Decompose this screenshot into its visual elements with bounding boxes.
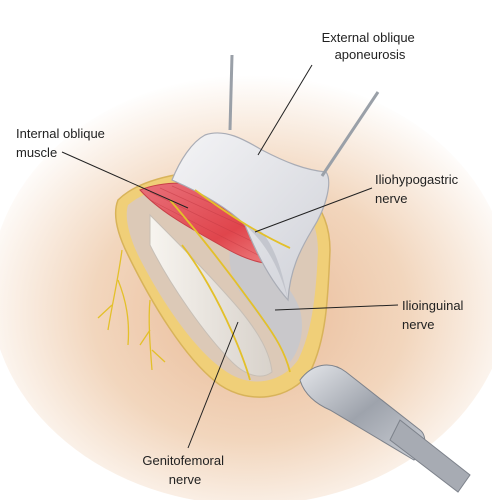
iliohypogastric-nerve [194, 189, 291, 249]
label-genitofemoral: Genitofemoral nerve [142, 453, 227, 487]
genitofemoral-nerve [181, 244, 251, 381]
aponeurosis-shadow [245, 225, 288, 300]
external-oblique-aponeurosis [171, 132, 330, 302]
inguinal-floor [229, 250, 302, 362]
retractor-hook-right [320, 91, 380, 177]
label-internal-oblique: Internal oblique muscle [16, 126, 109, 160]
leader-internal-oblique [61, 151, 189, 209]
leader-external-oblique [257, 64, 313, 156]
ilioinguinal-nerve [169, 199, 291, 373]
spermatic-cord [149, 213, 273, 377]
lower-retractor-handle [389, 419, 471, 493]
label-ilioinguinal: Ilioinguinal nerve [402, 298, 467, 332]
label-external-oblique: External oblique aponeurosis [322, 30, 419, 62]
leader-lines [61, 64, 399, 449]
leader-genitofemoral [187, 321, 239, 449]
cutaneous-nerves [97, 249, 166, 371]
leader-iliohypogastric [254, 187, 373, 233]
retractor-hook-left [228, 54, 234, 131]
nerve-branches [169, 189, 291, 381]
label-iliohypogastric: Iliohypogastric nerve [375, 172, 462, 206]
leader-ilioinguinal [274, 304, 399, 311]
